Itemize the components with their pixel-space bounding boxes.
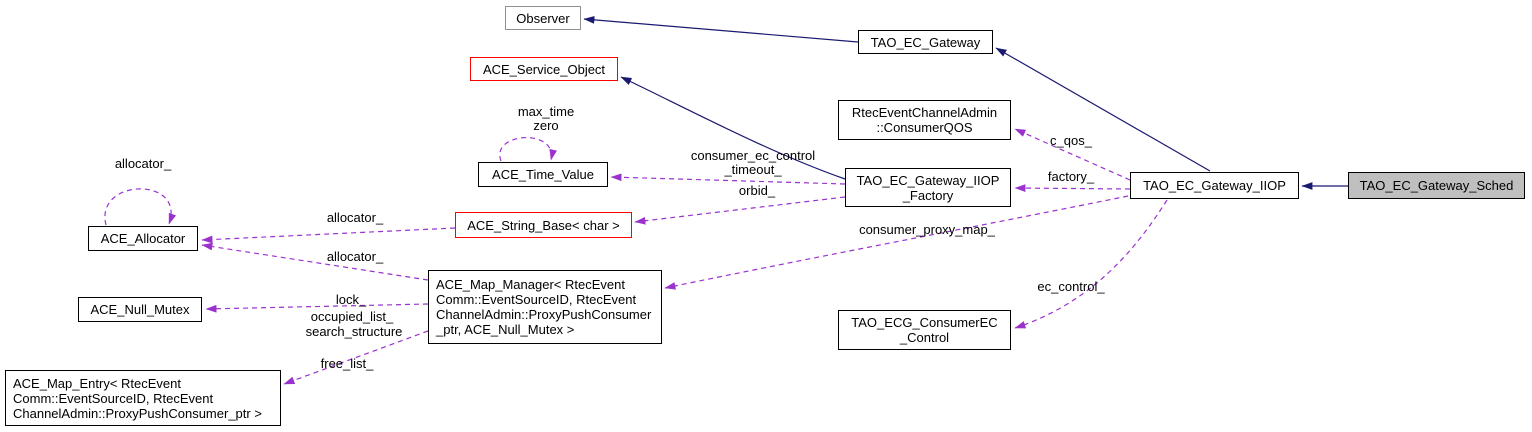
edge-iiop-to-mapmanager <box>664 195 1129 290</box>
edge-label-search-structure: search_structure <box>305 324 403 339</box>
node-label-line: RtecEventChannelAdmin <box>851 105 998 120</box>
node-label-line: ChannelAdmin::ProxyPushConsumer_ptr > <box>13 405 262 421</box>
node-tao-ec-gateway-iiop[interactable]: TAO_EC_Gateway_IIOP <box>1130 172 1299 199</box>
edge-label-zero: zero <box>533 118 559 133</box>
edge-factory-to-timevalue <box>610 173 846 185</box>
node-label-line: TAO_EC_Gateway <box>870 34 981 50</box>
node-label-line: ACE_Time_Value <box>492 167 594 182</box>
edge-label-free-list: free_list_ <box>320 356 374 371</box>
node-label-line: ACE_Allocator <box>100 231 186 246</box>
node-label-line: Comm::EventSourceID, RtecEvent <box>436 292 637 307</box>
edge-label-lock: lock_ <box>335 292 367 307</box>
node-tao-ec-gateway[interactable]: TAO_EC_Gateway <box>858 30 993 54</box>
edge-iiop-to-factory <box>1014 184 1131 192</box>
edge-label-max-time: max_time <box>517 104 575 119</box>
node-label-line: _ptr, ACE_Null_Mutex > <box>436 322 575 337</box>
edge-label-orbid: orbid_ <box>738 183 776 198</box>
node-label-line: ACE_Map_Entry< RtecEvent <box>13 375 181 391</box>
edge-mapmanager-to-nullmutex <box>205 303 429 313</box>
node-label-line: Comm::EventSourceID, RtecEvent <box>13 390 214 406</box>
node-ace-map-manager[interactable]: ACE_Map_Manager< RtecEvent Comm::EventSo… <box>428 270 662 344</box>
node-tao-ec-gateway-sched: TAO_EC_Gateway_Sched <box>1348 172 1525 199</box>
edge-label-allocator-string: allocator_ <box>326 210 384 225</box>
node-label-line: ACE_String_Base< char > <box>467 217 620 233</box>
node-label-line: TAO_EC_Gateway_IIOP <box>856 172 1000 188</box>
node-ace-time-value[interactable]: ACE_Time_Value <box>478 162 608 187</box>
node-label-line: Observer <box>516 10 570 26</box>
node-label-line: ACE_Service_Object <box>482 61 606 77</box>
node-ace-map-entry[interactable]: ACE_Map_Entry< RtecEvent Comm::EventSour… <box>5 370 281 426</box>
node-label-line: TAO_EC_Gateway_Sched <box>1359 178 1514 193</box>
edge-iiop-to-gateway <box>995 47 1211 172</box>
edge-factory-to-stringbase <box>634 196 846 225</box>
edge-label-ec-control: ec_control_ <box>1037 279 1105 294</box>
node-ace-allocator[interactable]: ACE_Allocator <box>88 226 198 251</box>
node-ace-null-mutex[interactable]: ACE_Null_Mutex <box>78 297 202 322</box>
edge-mapmanager-to-mapentry <box>283 330 429 385</box>
node-label-line: _Factory <box>902 187 954 203</box>
node-label-line: _Control <box>899 330 950 345</box>
node-ace-string-base[interactable]: ACE_String_Base< char > <box>455 212 632 238</box>
node-tao-ec-gateway-iiop-factory[interactable]: TAO_EC_Gateway_IIOP _Factory <box>845 168 1011 207</box>
edge-timevalue-self-loop <box>499 137 557 162</box>
edge-factory-to-service-object <box>620 76 846 180</box>
node-ace-service-object[interactable]: ACE_Service_Object <box>470 57 618 81</box>
edge-allocator-self-loop <box>104 188 177 226</box>
node-label-line: ::ConsumerQOS <box>876 120 973 135</box>
edge-label-timeout: _timeout_ <box>724 162 782 177</box>
edge-label-consumer-ec-control: consumer_ec_control <box>690 148 816 163</box>
node-observer[interactable]: Observer <box>505 6 581 30</box>
edge-label-allocator-map: allocator_ <box>326 249 384 264</box>
edge-stringbase-to-allocator <box>201 227 456 244</box>
edge-label-factory: factory_ <box>1047 169 1095 184</box>
edge-iiop-to-consumerqos <box>1014 128 1131 181</box>
edge-mapmanager-to-allocator <box>201 242 429 281</box>
node-label-line: ACE_Map_Manager< RtecEvent <box>436 277 625 292</box>
edge-label-c-qos: c_qos_ <box>1050 133 1092 148</box>
edge-label-occupied-list: occupied_list_ <box>310 309 394 324</box>
edge-label-allocator-self: allocator_ <box>114 156 172 171</box>
edge-label-consumer-proxy-map: consumer_proxy_map_ <box>859 222 995 237</box>
node-rtec-consumer-qos[interactable]: RtecEventChannelAdmin ::ConsumerQOS <box>838 100 1011 140</box>
node-label-line: TAO_EC_Gateway_IIOP <box>1143 178 1286 193</box>
edge-gateway-to-observer <box>583 16 859 43</box>
node-label-line: ACE_Null_Mutex <box>90 302 190 317</box>
edge-iiop-to-eccontrol <box>1014 199 1168 329</box>
node-label-line: TAO_ECG_ConsumerEC <box>851 315 998 330</box>
node-label-line: ChannelAdmin::ProxyPushConsumer <box>436 307 652 322</box>
node-tao-ecg-consumer-ec-control[interactable]: TAO_ECG_ConsumerEC _Control <box>838 310 1011 350</box>
